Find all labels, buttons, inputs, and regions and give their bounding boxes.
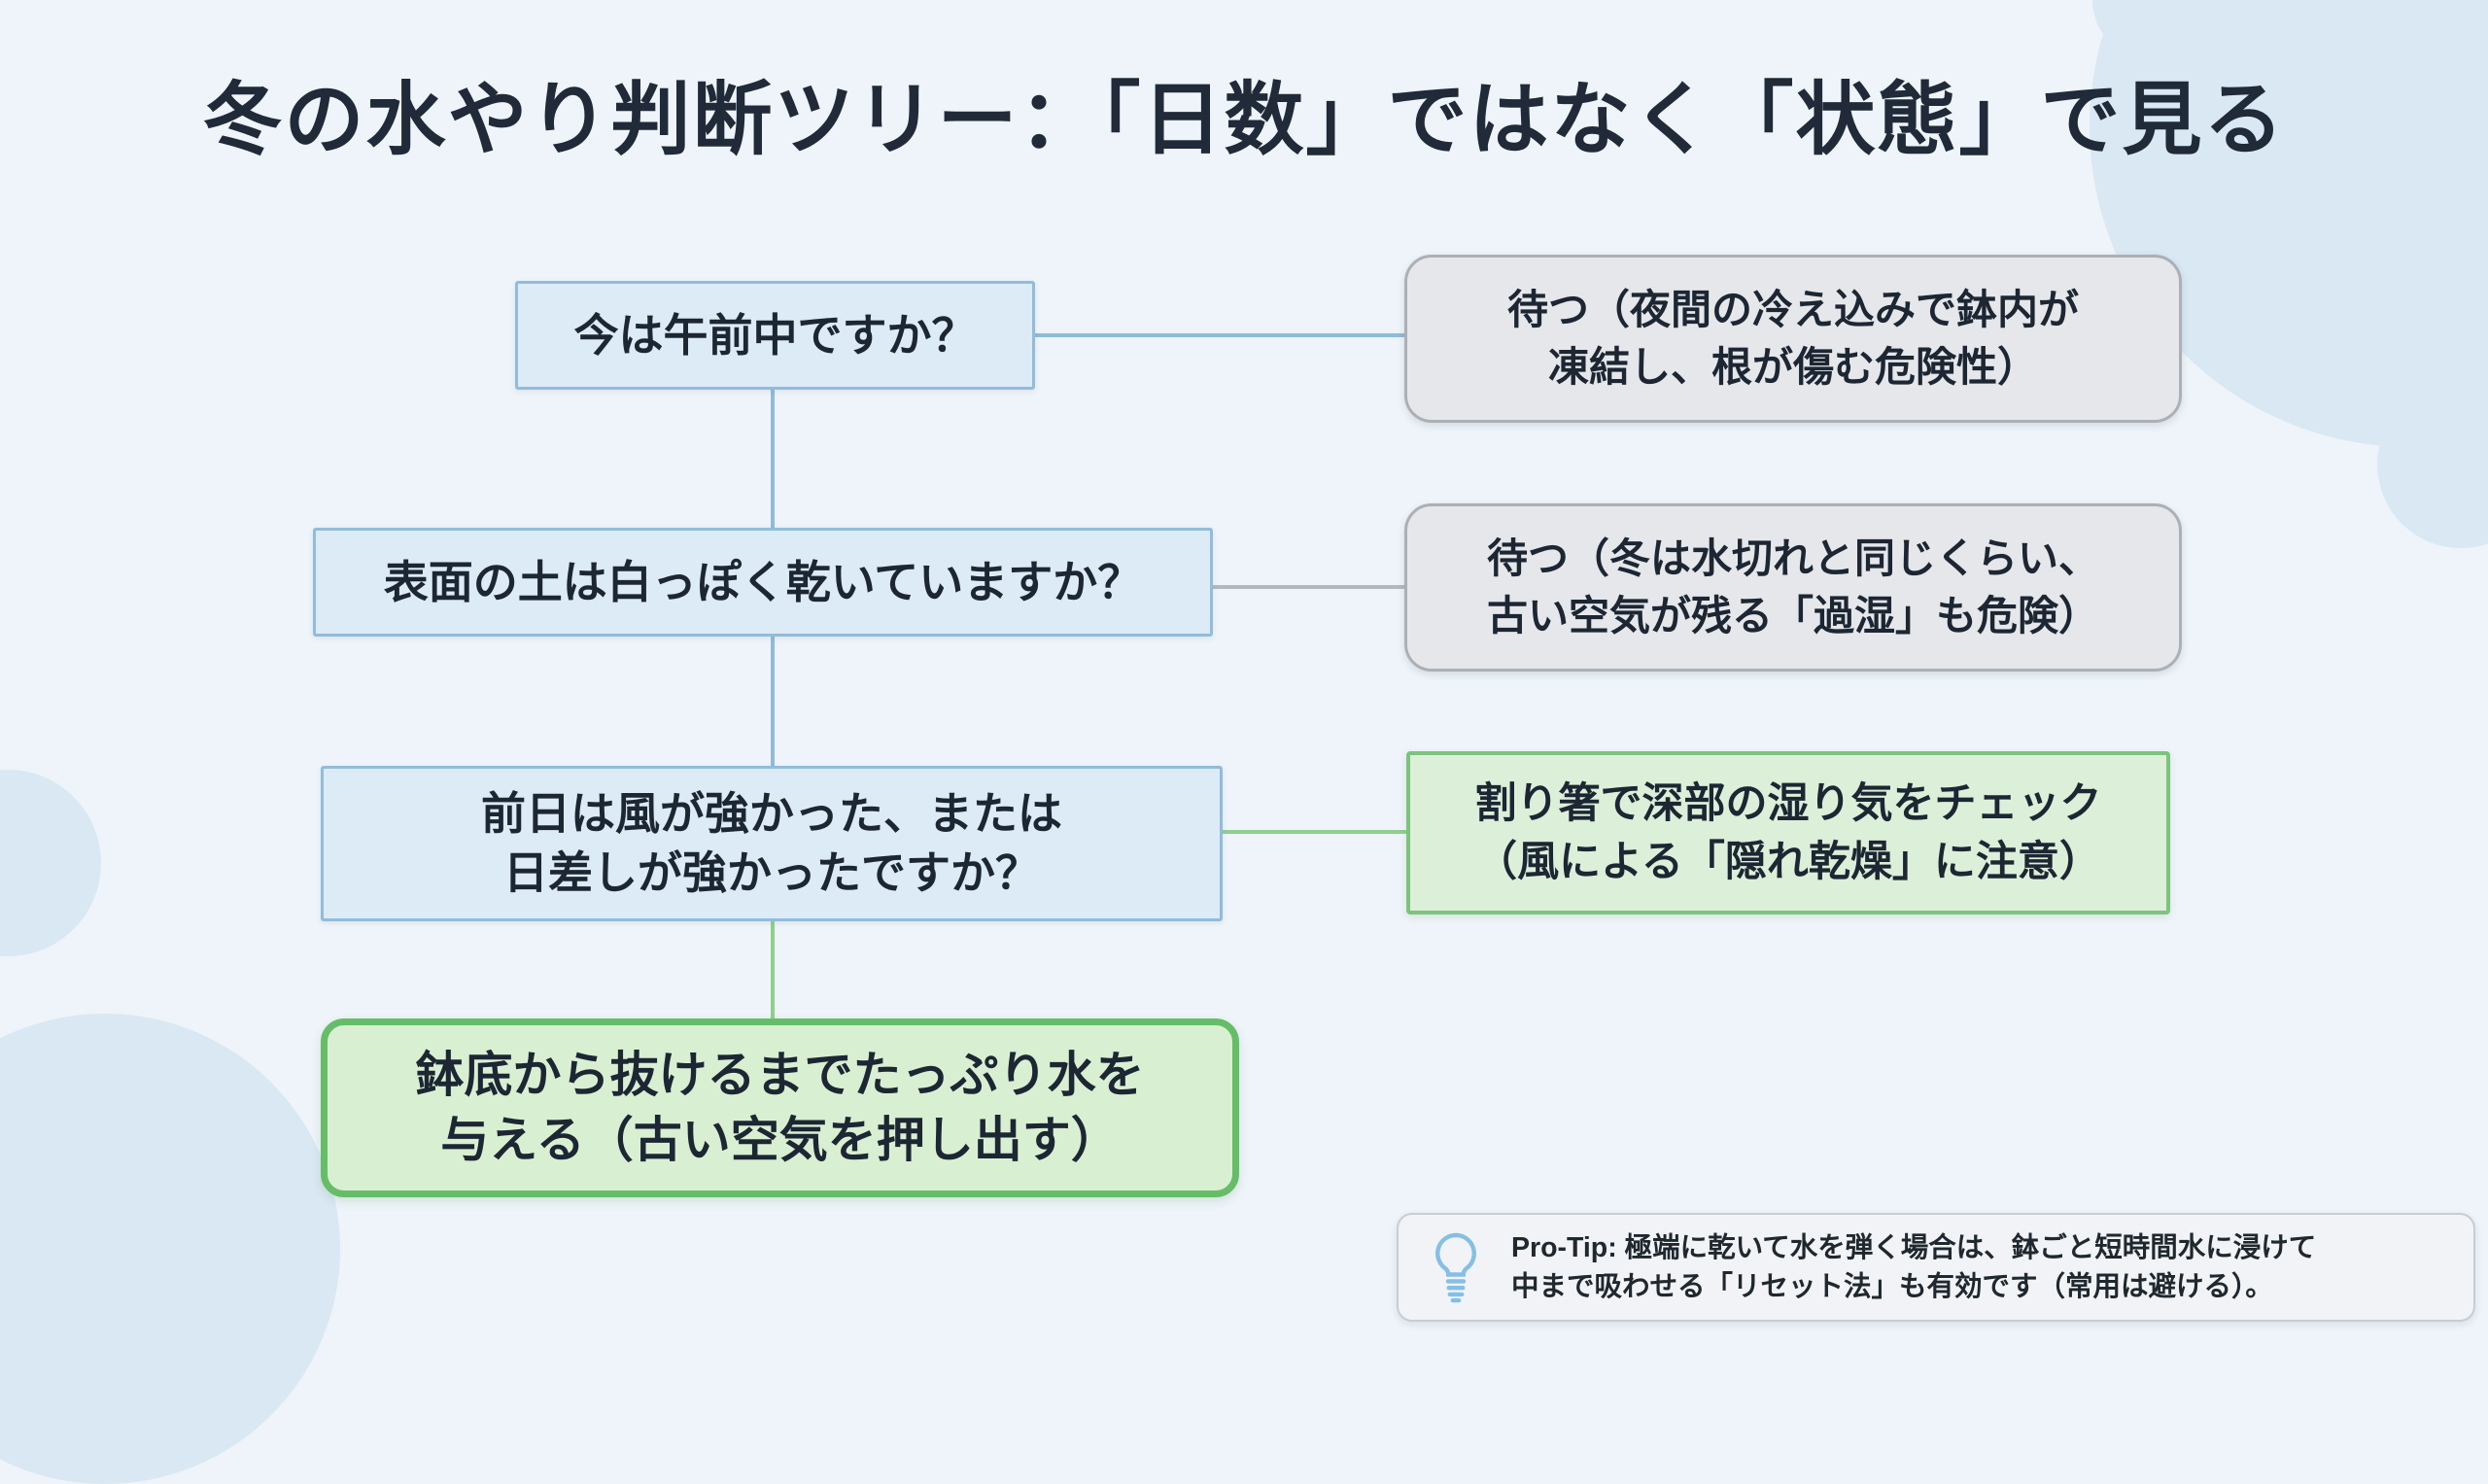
connector-q1-to-q2 xyxy=(771,390,775,528)
question-box-wind-sun: 前日は風が強かった、または 日差しが強かったですか？ xyxy=(321,766,1223,921)
question-box-morning: 今は午前中ですか？ xyxy=(515,281,1035,390)
connector-q2-to-a2 xyxy=(1213,585,1404,589)
page-title: 冬の水やり判断ツリー：「日数」ではなく「状態」で見る xyxy=(202,76,2286,164)
connector-q3-to-result xyxy=(771,921,775,1018)
answer-box-wait-frost: 待つ（夜間の冷え込みで鉢内が 凍結し、根が傷む危険性） xyxy=(1404,255,2182,423)
decor-circle-bottom-left-large xyxy=(0,1014,340,1484)
decor-circle-bottom-left-small xyxy=(0,770,101,956)
answer-box-chopstick-check: 割り箸で深部の湿り気をチェック （風による「隠れ乾燥」に注意） xyxy=(1406,751,2170,915)
result-box-water-thoroughly: 鉢底から抜けるまでたっぷり水を 与える（古い空気を押し出す） xyxy=(321,1018,1239,1197)
lightbulb-icon xyxy=(1435,1232,1476,1303)
protip-callout: Pro-Tip: 極端に乾いて水を弾く場合は、鉢ごと短時間水に浸けて 中まで吸わ… xyxy=(1397,1213,2475,1322)
protip-text: Pro-Tip: 極端に乾いて水を弾く場合は、鉢ごと短時間水に浸けて 中まで吸わ… xyxy=(1511,1231,2317,1302)
connector-q2-to-q3 xyxy=(771,637,775,766)
connector-q1-to-a1 xyxy=(1035,333,1404,337)
answer-box-wait-overwet: 待つ（冬は水切れと同じくらい、 古い空気が残る「過湿」も危険） xyxy=(1404,503,2182,672)
connector-q3-to-a3 xyxy=(1223,830,1406,834)
question-box-surface-soil: 表面の土は白っぽく乾いていますか？ xyxy=(313,528,1213,637)
